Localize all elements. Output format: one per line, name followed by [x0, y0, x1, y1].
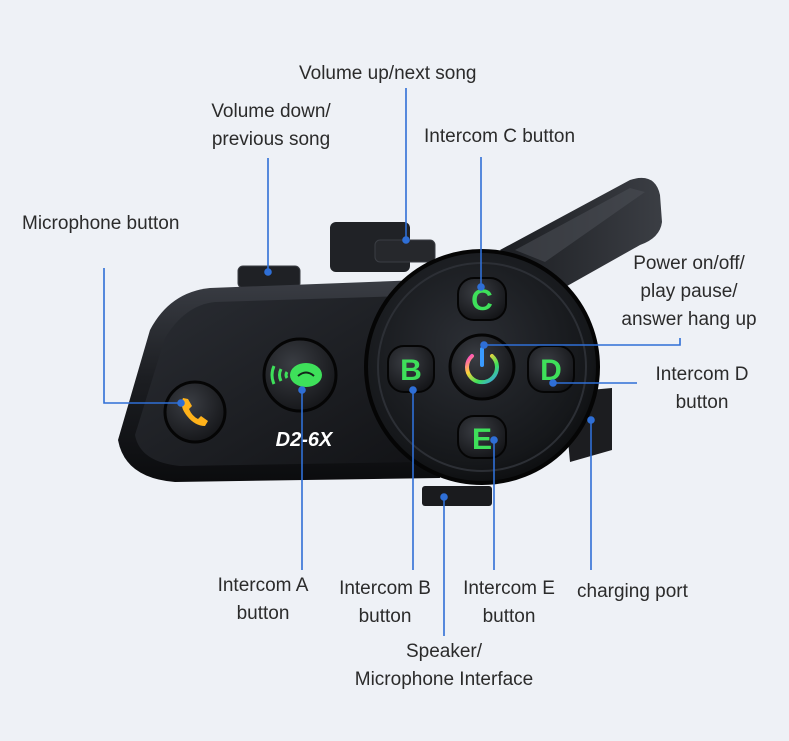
- model-name: D2-6X: [276, 429, 334, 451]
- label-power: Power on/off/ play pause/ answer hang up: [621, 253, 757, 330]
- label-microphone: Microphone button: [22, 213, 180, 234]
- label-intercom-a: Intercom A button: [217, 575, 309, 624]
- label-intercom-b: Intercom B button: [339, 578, 431, 627]
- label-intercom-e: Intercom E button: [463, 578, 555, 627]
- label-speaker: Speaker/ Microphone Interface: [354, 641, 534, 690]
- letter-b: B: [400, 354, 422, 387]
- label-charging: charging port: [577, 581, 688, 602]
- power-icon: [465, 354, 499, 385]
- charging-port-cover: [568, 388, 612, 462]
- letter-c: C: [471, 284, 493, 317]
- label-volume-up: Volume up/next song: [299, 63, 477, 84]
- phone-icon: [181, 398, 208, 426]
- letter-e: E: [472, 423, 492, 456]
- intercom-c-button: [457, 277, 507, 321]
- speaker-port: [422, 486, 492, 506]
- phone-button: [163, 380, 227, 444]
- label-volume-down: Volume down/ previous song: [211, 101, 331, 150]
- label-intercom-c: Intercom C button: [424, 126, 576, 147]
- callout-lines: [103, 88, 681, 636]
- intercom-d-button: [527, 345, 575, 393]
- letter-d: D: [540, 354, 562, 387]
- intercom-a-icon: [270, 363, 322, 387]
- label-intercom-d: Intercom D button: [655, 364, 749, 413]
